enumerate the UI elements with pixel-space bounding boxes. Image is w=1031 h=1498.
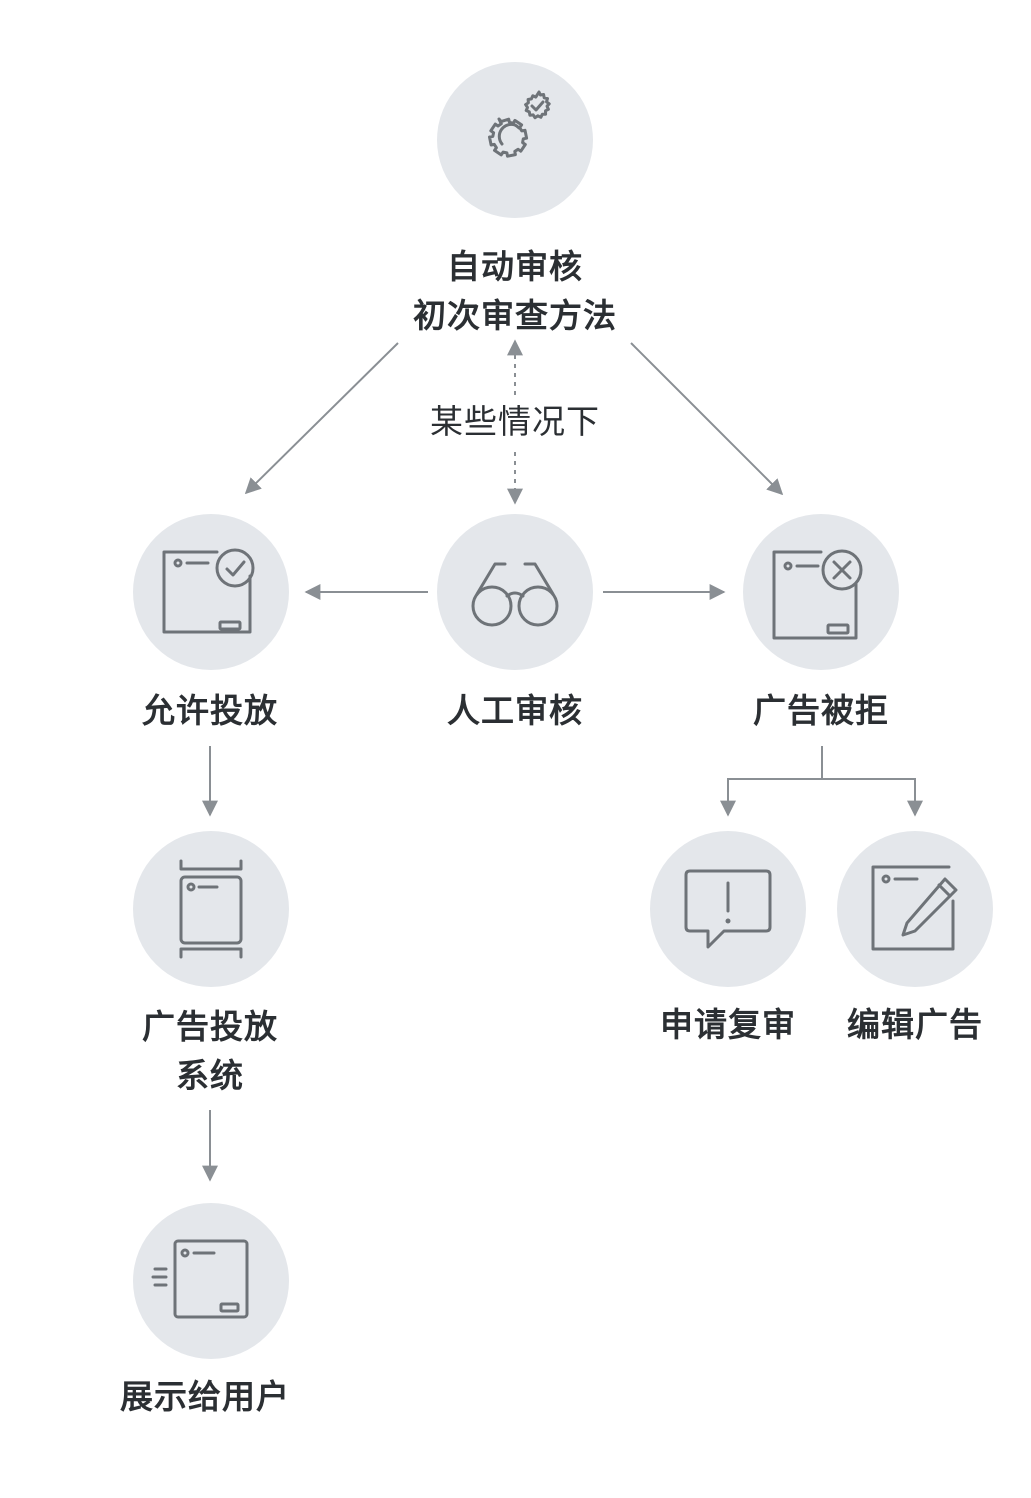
arrow-auto-to-allowed — [244, 342, 399, 495]
ad-system-line1: 广告投放 — [142, 1007, 278, 1046]
manual-review-node — [437, 514, 593, 670]
gears-icon — [488, 90, 551, 158]
appeal-icon — [684, 869, 772, 949]
ad-display-icon — [151, 1239, 249, 1319]
shown-label: 展示给用户 — [120, 1377, 290, 1416]
rejected-label: 广告被拒 — [753, 691, 889, 730]
ad-approved-icon — [162, 548, 255, 634]
appeal-node — [650, 831, 806, 987]
auto-review-label: 自动审核 初次审查方法 — [360, 242, 670, 340]
arrow-auto-to-rejected — [630, 342, 784, 496]
rejected-node — [743, 514, 899, 670]
allowed-label: 允许投放 — [142, 691, 278, 730]
condition-note: 某些情况下 — [415, 400, 615, 444]
ad-system-line2: 系统 — [176, 1056, 244, 1095]
ad-system-label: 广告投放 系统 — [80, 1002, 340, 1100]
ad-rejected-icon — [772, 549, 863, 640]
auto-review-subtitle: 初次审查方法 — [413, 296, 617, 335]
edit-ad-icon — [871, 865, 958, 951]
edit-node — [837, 831, 993, 987]
glasses-icon — [471, 562, 559, 627]
auto-review-node — [437, 62, 593, 218]
edit-label: 编辑广告 — [847, 1005, 983, 1044]
auto-review-title: 自动审核 — [447, 247, 583, 286]
ad-serving-icon — [179, 859, 243, 959]
shown-node — [133, 1203, 289, 1359]
arrow-rejected-to-appeal — [720, 778, 822, 817]
ad-system-node — [133, 831, 289, 987]
allowed-node — [133, 514, 289, 670]
arrow-rejected-to-edit — [822, 778, 923, 817]
appeal-label: 申请复审 — [660, 1005, 796, 1044]
manual-review-label: 人工审核 — [447, 691, 583, 730]
